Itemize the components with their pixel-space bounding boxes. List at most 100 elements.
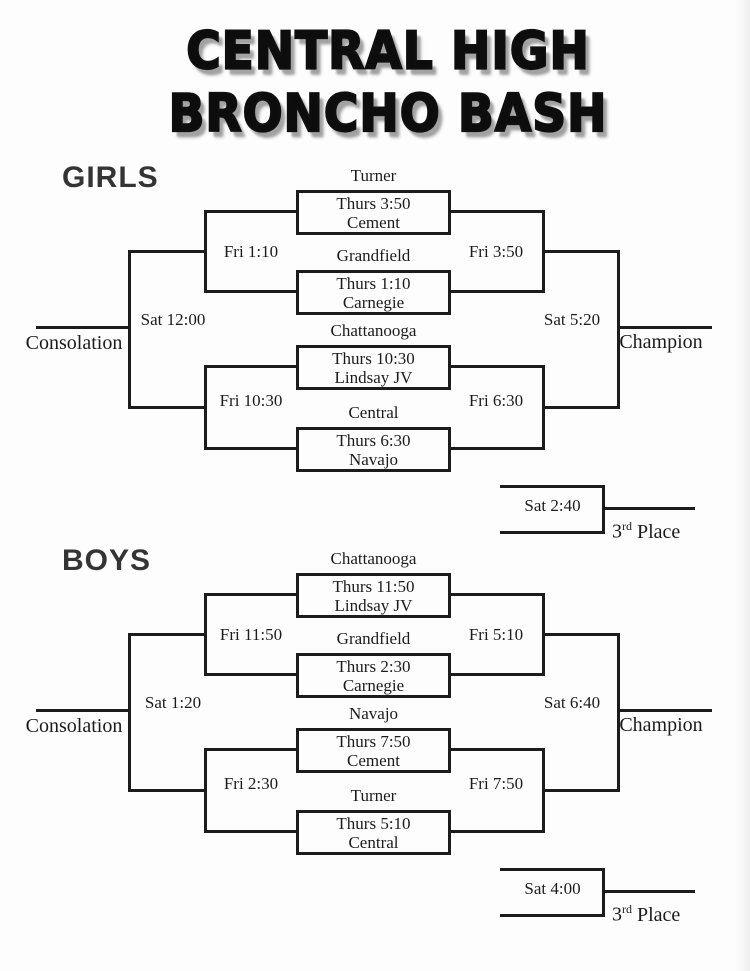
place-suffix: rd	[622, 902, 632, 916]
consolation-label: Consolation	[25, 332, 123, 354]
third-place-line	[602, 890, 695, 893]
connector-line	[449, 673, 544, 676]
connector-line	[204, 593, 299, 596]
connector-line	[128, 406, 207, 409]
semifinal-time: Fri 10:30	[219, 391, 283, 410]
team-name: Grandfield	[336, 246, 411, 265]
connector-line	[617, 633, 620, 792]
connector-line	[128, 633, 131, 792]
third-place-line	[500, 485, 605, 488]
semifinal-time: Fri 11:50	[219, 625, 283, 644]
game-time: Thurs 7:50	[336, 732, 411, 751]
team-name: Central	[348, 403, 399, 422]
championship-time: Sat 5:20	[543, 310, 601, 329]
page-title: CENTRAL HIGH BRONCHO BASH	[13, 20, 750, 145]
game-box: Thurs 2:30 Carnegie	[296, 653, 451, 698]
game-time: Thurs 1:10	[336, 274, 411, 293]
connector-line	[449, 290, 544, 293]
connector-line	[449, 210, 544, 213]
team-name: Lindsay JV	[334, 596, 413, 615]
connector-line	[204, 365, 299, 368]
connector-line	[128, 633, 207, 636]
team-name: Carnegie	[342, 293, 405, 312]
team-name: Turner	[350, 166, 397, 185]
connector-line	[542, 250, 620, 253]
place-word: Place	[637, 903, 681, 926]
girls-bracket: GIRLS Turner Thurs 3:50 Cement Grandfiel…	[0, 150, 750, 550]
scan-artifact	[736, 0, 750, 971]
consolation-line	[36, 709, 131, 712]
semifinal-time: Fri 2:30	[223, 774, 279, 793]
game-box: Thurs 6:30 Navajo	[296, 427, 451, 472]
semifinal-time: Fri 3:50	[468, 242, 524, 261]
game-box: Thurs 5:10 Central	[296, 810, 451, 855]
team-name: Cement	[347, 213, 400, 232]
team-name: Cement	[347, 751, 400, 770]
champion-line	[617, 326, 712, 329]
game-box: Thurs 1:10 Carnegie	[296, 270, 451, 315]
connector-line	[204, 673, 299, 676]
third-place-line	[500, 868, 605, 871]
connector-line	[542, 406, 620, 409]
connector-line	[204, 830, 299, 833]
connector-line	[204, 290, 299, 293]
champion-line	[617, 709, 712, 712]
game-time: Thurs 3:50	[336, 194, 411, 213]
consolation-time: Sat 1:20	[144, 693, 202, 712]
connector-line	[128, 789, 207, 792]
connector-line	[204, 447, 299, 450]
semifinal-time: Fri 7:50	[468, 774, 524, 793]
boys-heading: BOYS	[62, 544, 152, 577]
team-name: Navajo	[348, 450, 399, 469]
boys-bracket: BOYS Chattanooga Thurs 11:50 Lindsay JV …	[0, 533, 750, 933]
connector-line	[204, 210, 299, 213]
title-line-2: BRONCHO BASH	[168, 83, 608, 146]
connector-line	[449, 593, 544, 596]
title-line-1: CENTRAL HIGH	[185, 20, 590, 83]
semifinal-time: Fri 6:30	[468, 391, 524, 410]
connector-line	[449, 748, 544, 751]
connector-line	[128, 250, 131, 409]
team-name: Turner	[350, 786, 397, 805]
game-box: Thurs 11:50 Lindsay JV	[296, 573, 451, 618]
place-number: 3	[612, 520, 622, 543]
team-name: Chattanooga	[330, 321, 417, 340]
champion-label: Champion	[619, 714, 703, 736]
third-place-line	[500, 914, 605, 917]
third-place-line	[602, 507, 695, 510]
game-time: Thurs 5:10	[336, 814, 411, 833]
place-suffix: rd	[622, 519, 632, 533]
connector-line	[449, 365, 544, 368]
team-name: Grandfield	[336, 629, 411, 648]
game-time: Thurs 11:50	[332, 577, 415, 596]
connector-line	[449, 447, 544, 450]
connector-line	[542, 633, 620, 636]
semifinal-time: Fri 1:10	[223, 242, 279, 261]
third-place-label: 3rd Place	[612, 899, 680, 925]
third-place-line	[500, 531, 605, 534]
consolation-label: Consolation	[25, 715, 123, 737]
place-number: 3	[612, 903, 622, 926]
team-name: Carnegie	[342, 676, 405, 695]
game-box: Thurs 7:50 Cement	[296, 728, 451, 773]
champion-label: Champion	[619, 331, 703, 353]
consolation-line	[36, 326, 131, 329]
team-name: Navajo	[348, 704, 399, 723]
game-time: Thurs 10:30	[332, 349, 415, 368]
championship-time: Sat 6:40	[543, 693, 601, 712]
game-time: Thurs 6:30	[336, 431, 411, 450]
consolation-time: Sat 12:00	[140, 310, 206, 329]
place-word: Place	[637, 520, 681, 543]
connector-line	[128, 250, 207, 253]
connector-line	[542, 789, 620, 792]
third-place-time: Sat 2:40	[524, 496, 581, 515]
girls-heading: GIRLS	[62, 161, 159, 194]
team-name: Chattanooga	[330, 549, 417, 568]
third-place-label: 3rd Place	[612, 516, 680, 542]
connector-line	[449, 830, 544, 833]
game-time: Thurs 2:30	[336, 657, 411, 676]
semifinal-time: Fri 5:10	[468, 625, 524, 644]
third-place-time: Sat 4:00	[524, 879, 581, 898]
game-box: Thurs 10:30 Lindsay JV	[296, 345, 451, 390]
